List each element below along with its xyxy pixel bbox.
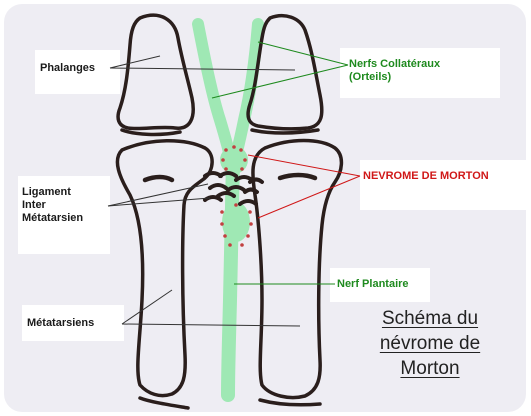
title-line2: névrome de [360, 331, 500, 356]
label-nerf-plantaire: Nerf Plantaire [337, 278, 409, 291]
label-ligament-inter-metatarsien: Ligament Inter Métatarsien [22, 186, 83, 225]
label-nevrome-de-morton: NEVROME DE MORTON [363, 170, 489, 183]
label-nerfs-collateraux-line1: Nerfs Collatéraux [349, 58, 440, 71]
label-metatarsiens: Métatarsiens [27, 317, 94, 330]
title-line3: Morton [360, 356, 500, 381]
label-ligament-line3: Métatarsien [22, 212, 83, 225]
label-nerfs-collateraux: Nerfs Collatéraux (Orteils) [349, 58, 440, 84]
title-line1: Schéma du [360, 306, 500, 331]
label-patch-nevrome [360, 160, 528, 210]
label-phalanges: Phalanges [40, 62, 95, 75]
label-ligament-line2: Inter [22, 199, 83, 212]
label-nerfs-collateraux-line2: (Orteils) [349, 71, 440, 84]
label-ligament-line1: Ligament [22, 186, 83, 199]
diagram-title: Schéma du névrome de Morton [360, 306, 500, 381]
